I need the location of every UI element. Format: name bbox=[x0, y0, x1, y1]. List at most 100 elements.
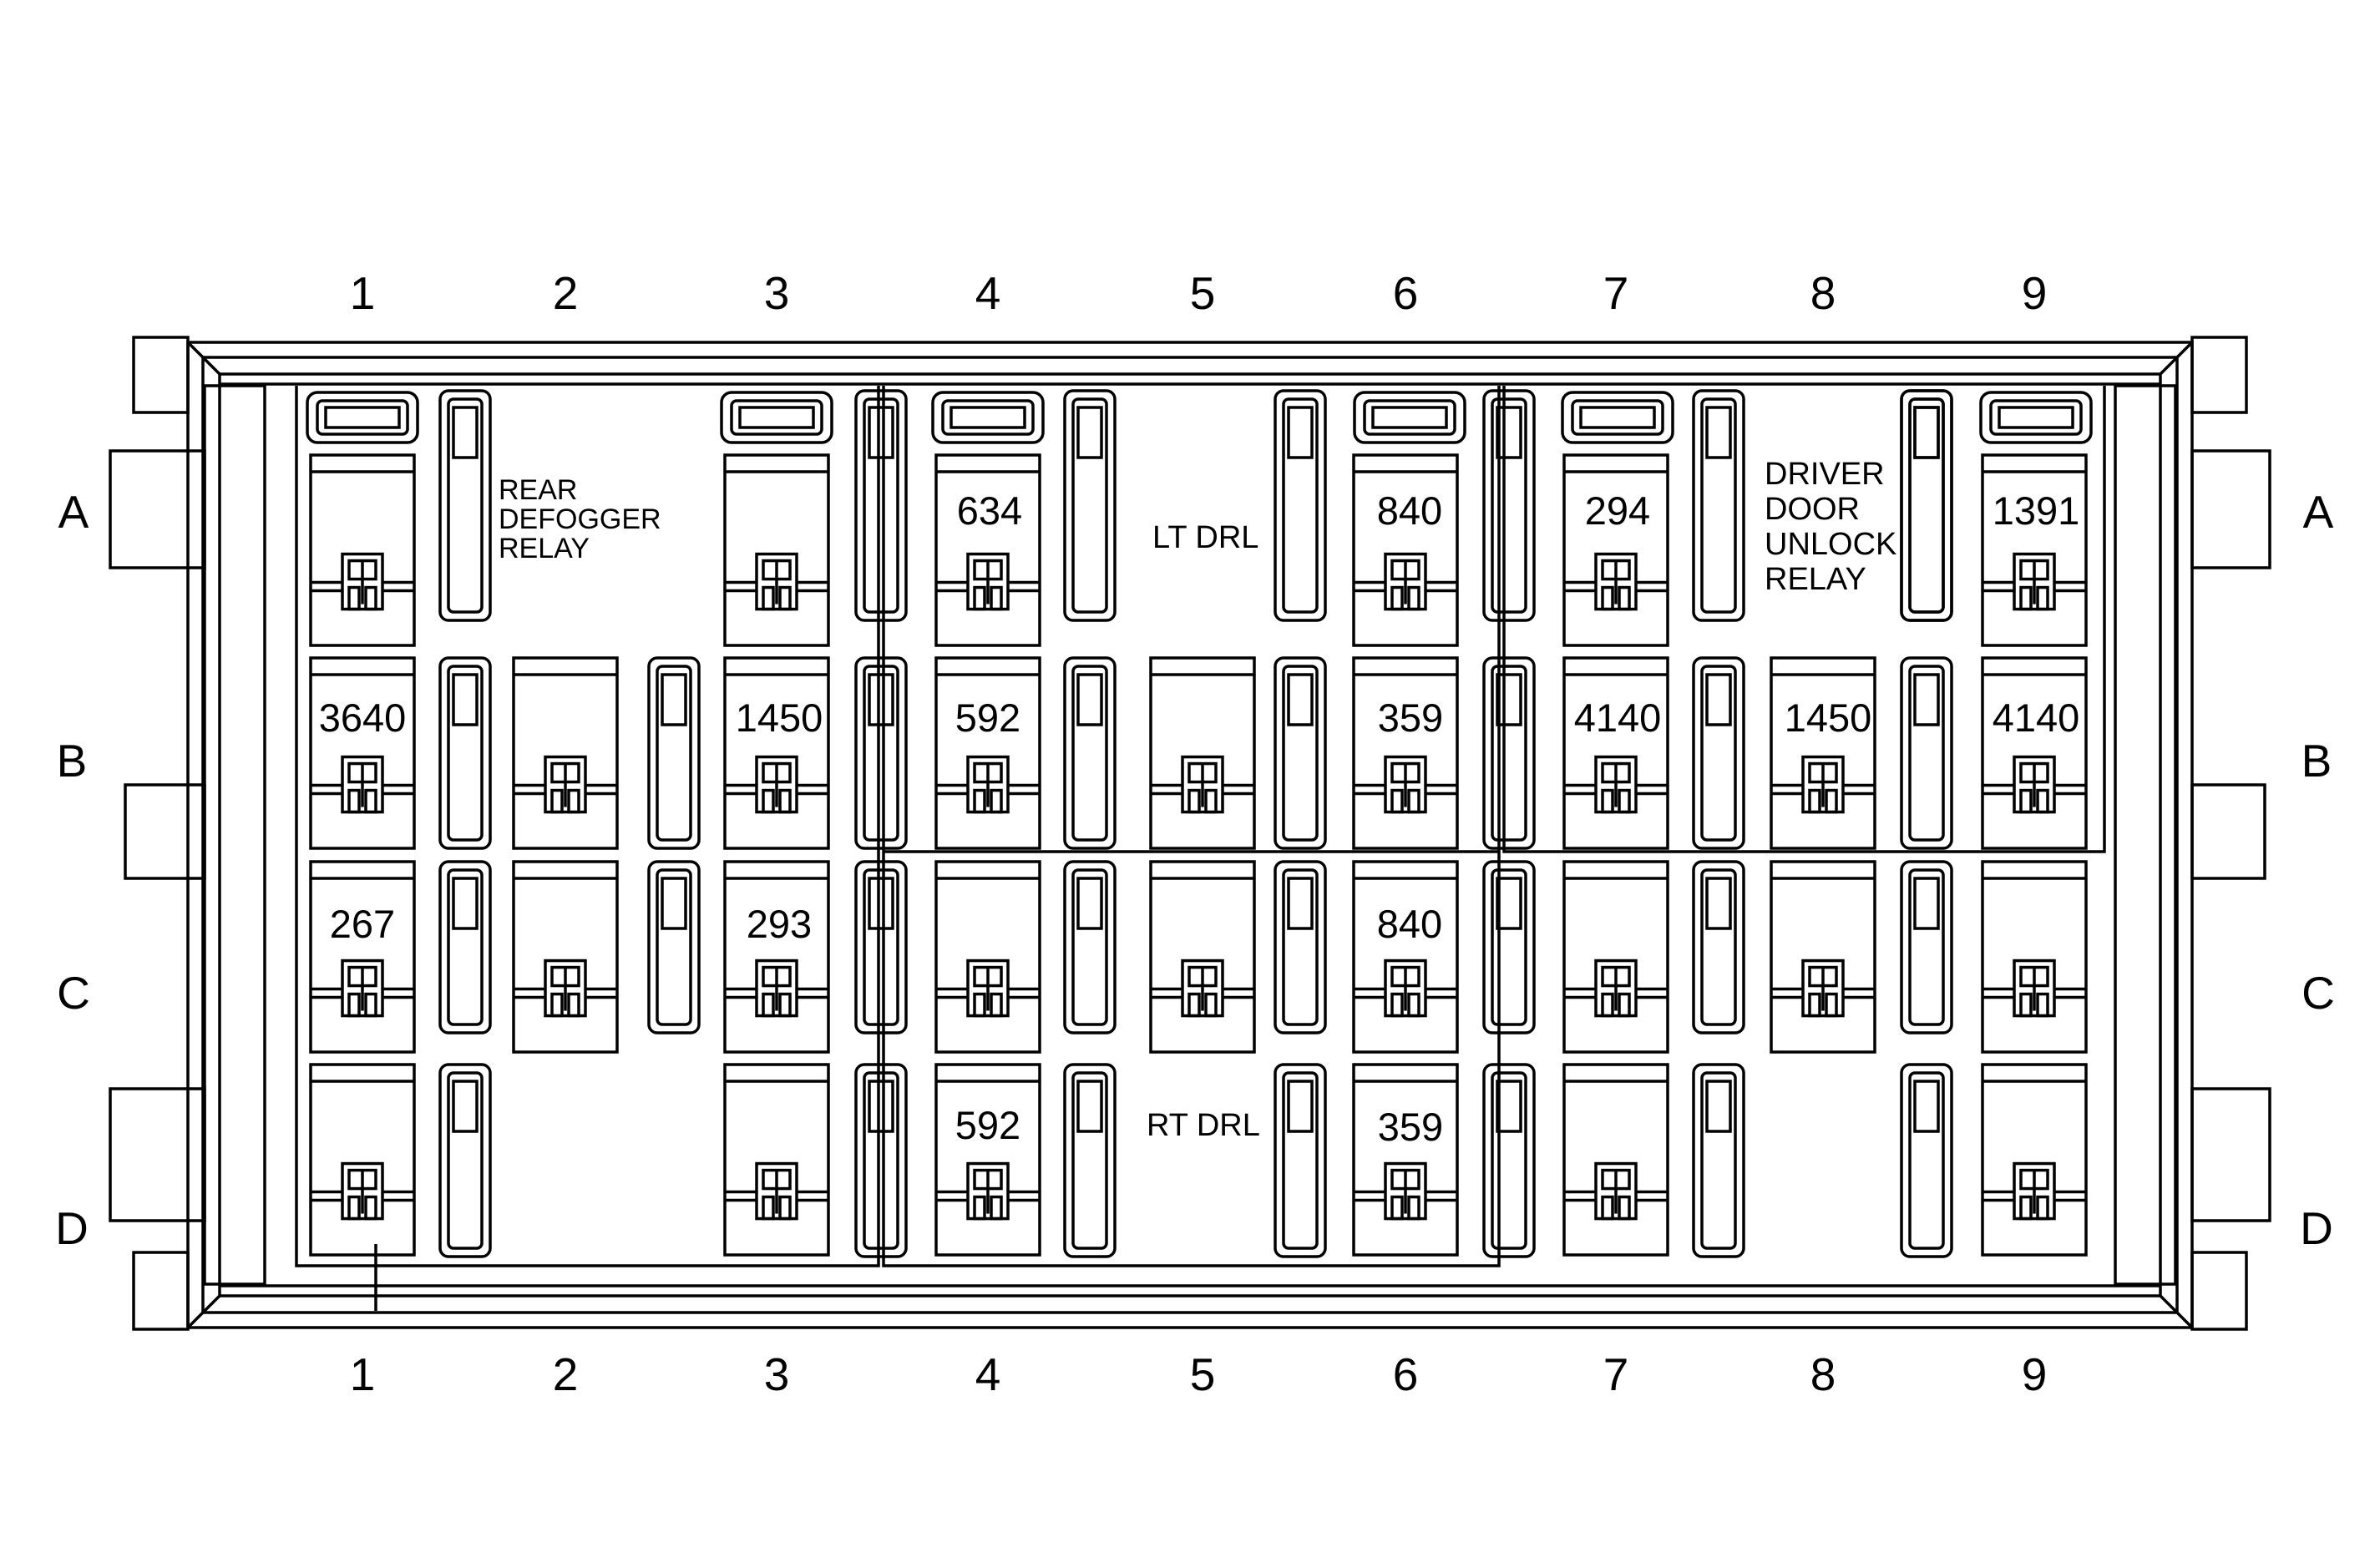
fuse-slot bbox=[1900, 860, 1953, 1034]
station-label-B4: 592 bbox=[955, 696, 1020, 740]
row-label: D bbox=[55, 1202, 89, 1254]
relay-station-A6 bbox=[1352, 453, 1459, 647]
terminal-icon bbox=[514, 755, 617, 814]
col-label: 1 bbox=[350, 267, 376, 319]
row-labels-right: A B C D bbox=[2300, 486, 2335, 1254]
relay-station-A1 bbox=[309, 453, 416, 647]
terminal-icon bbox=[1151, 959, 1254, 1018]
relay-station-A7 bbox=[1562, 453, 1669, 647]
relay-station-C5 bbox=[1149, 860, 1256, 1054]
relay-station-C2 bbox=[512, 860, 619, 1054]
terminal-icon bbox=[936, 1161, 1040, 1221]
terminal-icon bbox=[1982, 755, 2086, 814]
row-label: B bbox=[2302, 735, 2332, 787]
terminal-icon bbox=[1564, 1161, 1668, 1221]
col-label: 1 bbox=[350, 1348, 376, 1400]
col-label: 6 bbox=[1393, 267, 1419, 319]
fuse-slot bbox=[1274, 389, 1327, 622]
relay-station-A4 bbox=[934, 453, 1041, 647]
fuse-slot bbox=[1692, 1063, 1745, 1258]
station-label-B8: 1450 bbox=[1785, 696, 1872, 740]
mini-fuse-holder bbox=[1353, 391, 1466, 444]
col-label: 5 bbox=[1190, 267, 1216, 319]
terminal-icon bbox=[1354, 552, 1457, 611]
rear-defogger-relay-line: REAR bbox=[499, 474, 577, 506]
terminal-icon bbox=[725, 1161, 828, 1221]
fuse-slot bbox=[854, 860, 908, 1034]
fuse-slot bbox=[1692, 389, 1745, 622]
station-label-D6: 359 bbox=[1378, 1105, 1443, 1149]
col-label: 3 bbox=[764, 1348, 790, 1400]
terminal-icon bbox=[725, 755, 828, 814]
terminal-icon bbox=[1982, 1161, 2086, 1221]
mini-fuse-holder bbox=[306, 391, 419, 444]
fuse-slot bbox=[1900, 389, 1953, 622]
terminal-icon bbox=[1354, 755, 1457, 814]
relay-station-D1 bbox=[309, 1063, 416, 1257]
rear-defogger-relay-line: RELAY bbox=[499, 533, 590, 564]
terminal-icon bbox=[725, 959, 828, 1018]
terminal-icon bbox=[1564, 755, 1668, 814]
relay-station-B8 bbox=[1770, 656, 1876, 850]
fuse-slot bbox=[1063, 389, 1117, 622]
col-label: 8 bbox=[1810, 1348, 1836, 1400]
relay-station-B5 bbox=[1149, 656, 1256, 850]
row-label: C bbox=[57, 967, 90, 1019]
driver-door-unlock-relay-line: DRIVER bbox=[1765, 457, 1885, 492]
fuse-slot bbox=[647, 656, 701, 850]
station-label-C6: 840 bbox=[1377, 902, 1442, 946]
fuse-slot bbox=[1274, 656, 1327, 850]
station-label-C3: 293 bbox=[747, 902, 812, 946]
fuse-slot bbox=[1482, 389, 1536, 622]
relay-station-C8 bbox=[1770, 860, 1876, 1054]
relay-station-C6 bbox=[1352, 860, 1459, 1054]
row-labels-left: A B C D bbox=[55, 486, 90, 1254]
mini-fuse-holder bbox=[931, 391, 1045, 444]
col-label: 6 bbox=[1393, 1348, 1419, 1400]
fuse-slot bbox=[438, 1063, 492, 1258]
fuse-slot bbox=[438, 656, 492, 850]
driver-door-unlock-relay-line: UNLOCK bbox=[1765, 527, 1896, 562]
terminal-icon bbox=[936, 755, 1040, 814]
col-label: 3 bbox=[764, 267, 790, 319]
terminal-icon bbox=[1354, 1161, 1457, 1221]
relay-station-C9 bbox=[1981, 860, 2088, 1054]
fuse-slots bbox=[306, 389, 2093, 1258]
station-numbers: 634 840 294 1391 3640 1450 592 359 4140 … bbox=[319, 488, 2080, 1149]
relay-labels: REAR DEFOGGER RELAY LT DRL DRIVER DOOR U… bbox=[499, 457, 1896, 1143]
fuse-slot bbox=[1900, 1063, 1953, 1258]
terminal-icon bbox=[936, 959, 1040, 1018]
terminal-icon bbox=[1564, 552, 1668, 611]
relay-station-D9 bbox=[1981, 1063, 2088, 1257]
col-label: 2 bbox=[553, 1348, 579, 1400]
col-label: 4 bbox=[975, 1348, 1001, 1400]
fuse-slot bbox=[438, 389, 492, 622]
station-label-A7: 294 bbox=[1585, 488, 1650, 533]
driver-door-unlock-relay-line: RELAY bbox=[1765, 562, 1866, 597]
fuse-slot bbox=[1482, 1063, 1536, 1258]
terminal-icon bbox=[1771, 959, 1875, 1018]
station-label-A9: 1391 bbox=[1993, 488, 2080, 533]
terminal-icon bbox=[311, 959, 414, 1018]
station-label-B3: 1450 bbox=[736, 696, 823, 740]
station-label-A6: 840 bbox=[1377, 488, 1442, 533]
relay-station-B3 bbox=[723, 656, 830, 850]
row-label: D bbox=[2300, 1202, 2333, 1254]
relay-station-C3 bbox=[723, 860, 830, 1054]
col-label: 8 bbox=[1810, 267, 1836, 319]
fuse-slot bbox=[1063, 860, 1117, 1034]
fuse-slot bbox=[854, 1063, 908, 1258]
relay-station-C1 bbox=[309, 860, 416, 1054]
fuse-slot bbox=[1692, 656, 1745, 850]
housing bbox=[109, 336, 2271, 1331]
fuse-slot bbox=[1274, 860, 1327, 1034]
terminal-icon bbox=[514, 959, 617, 1018]
terminal-icon bbox=[311, 1161, 414, 1221]
station-label-B9: 4140 bbox=[1993, 696, 2080, 740]
rear-defogger-relay-line: DEFOGGER bbox=[499, 503, 661, 535]
relay-station-D7 bbox=[1562, 1063, 1669, 1257]
fuse-slot bbox=[438, 860, 492, 1034]
row-label: A bbox=[2303, 486, 2334, 538]
terminal-icon bbox=[1354, 959, 1457, 1018]
